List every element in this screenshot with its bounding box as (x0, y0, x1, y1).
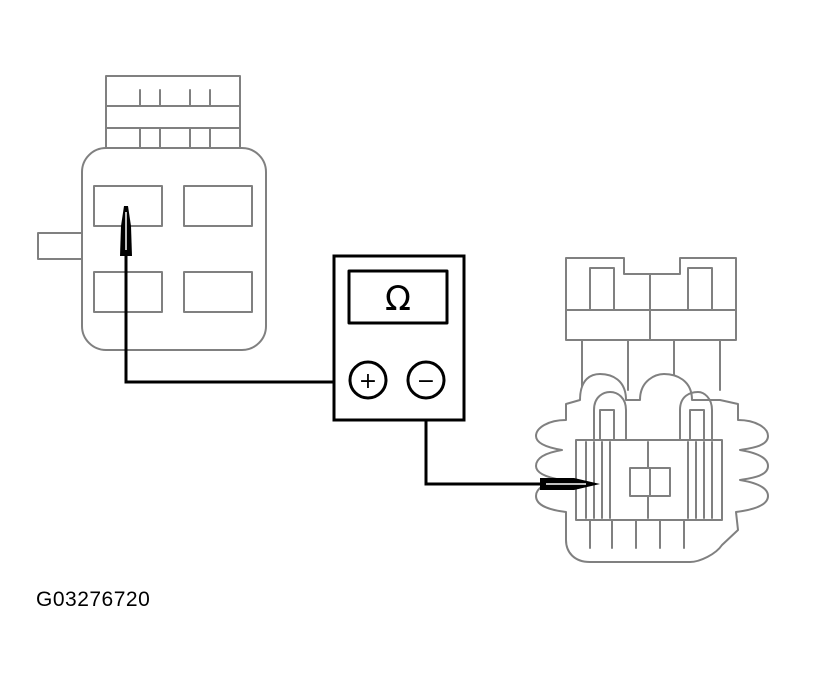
terminal-cavity-bottom-left (93, 271, 163, 313)
connector-tab (37, 232, 85, 260)
harness-loop-left (593, 391, 627, 441)
test-leads (120, 206, 600, 490)
ohmmeter: Ω + − (332, 254, 466, 422)
connector-latch-housing (105, 75, 241, 149)
ohm-symbol: Ω (385, 279, 411, 319)
connector-body (81, 147, 267, 351)
ohmmeter-display (347, 269, 449, 325)
positive-test-lead-wire (124, 224, 346, 384)
terminal-cavity-bottom-right (183, 271, 253, 313)
negative-jack (406, 360, 446, 400)
negative-test-lead-wire (424, 398, 540, 486)
negative-jack-label: − (417, 369, 435, 394)
positive-jack-label: + (359, 369, 377, 394)
terminal-cavity-top-right (183, 185, 253, 227)
right-harness-connector (535, 257, 769, 563)
figure-code: G03276720 (36, 588, 151, 611)
positive-jack (348, 360, 388, 400)
left-component-connector (37, 75, 267, 351)
harness-loop-right (679, 391, 713, 441)
